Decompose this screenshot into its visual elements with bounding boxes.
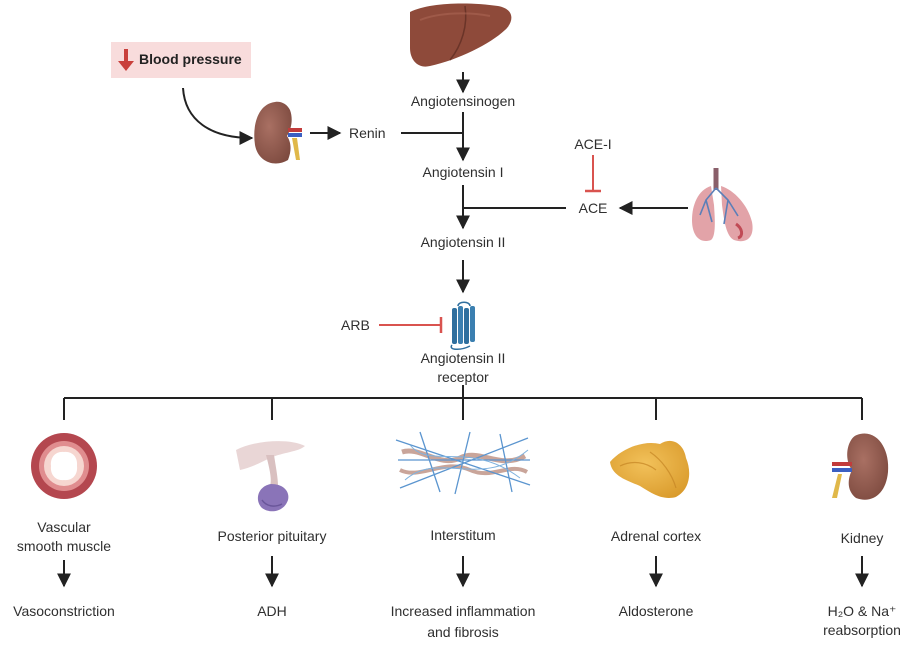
receptor-label-line1: Angiotensin II <box>420 350 506 366</box>
blood-pressure-label: Blood pressure <box>139 51 242 67</box>
pituitary-icon <box>236 441 305 512</box>
effect-target-label: smooth muscle <box>16 538 112 554</box>
effect-result-label: ADH <box>257 603 287 619</box>
effect-result-label: Aldosterone <box>618 603 694 619</box>
effect-target-label: Kidney <box>840 530 884 546</box>
ace-inhibitor-label: ACE-I <box>574 136 612 152</box>
receptor-label-line2: receptor <box>437 369 489 385</box>
down-arrow-icon <box>118 49 134 71</box>
kidney-icon <box>254 101 302 164</box>
adrenal-gland-icon <box>610 440 690 498</box>
angiotensin-ii-label: Angiotensin II <box>420 234 506 250</box>
effect-target-label: Posterior pituitary <box>217 528 327 544</box>
angiotensinogen-label: Angiotensinogen <box>410 93 516 109</box>
receptor-icon <box>450 301 475 350</box>
effect-result-label: Increased inflammation <box>390 603 536 619</box>
renin-label: Renin <box>349 125 386 141</box>
effect-target-label: Adrenal cortex <box>610 528 702 544</box>
effect-target-label: Vascular <box>37 519 91 535</box>
blood-pressure-box <box>111 42 251 78</box>
kidney-icon <box>832 433 889 500</box>
ace-label: ACE <box>578 200 608 216</box>
effect-target-label: Interstitum <box>430 527 496 543</box>
liver-icon <box>410 3 512 67</box>
artery-cross-section-icon <box>31 433 97 499</box>
lungs-icon <box>692 168 753 242</box>
effect-result-label: reabsorption <box>823 622 901 638</box>
interstitium-fibers-icon <box>395 431 531 495</box>
arb-label: ARB <box>341 317 370 333</box>
effect-result-label: H₂O & Na⁺ <box>827 603 897 619</box>
effect-result-label: Vasoconstriction <box>13 603 115 619</box>
effect-result-label: and fibrosis <box>427 624 499 640</box>
angiotensin-i-label: Angiotensin I <box>422 164 504 180</box>
